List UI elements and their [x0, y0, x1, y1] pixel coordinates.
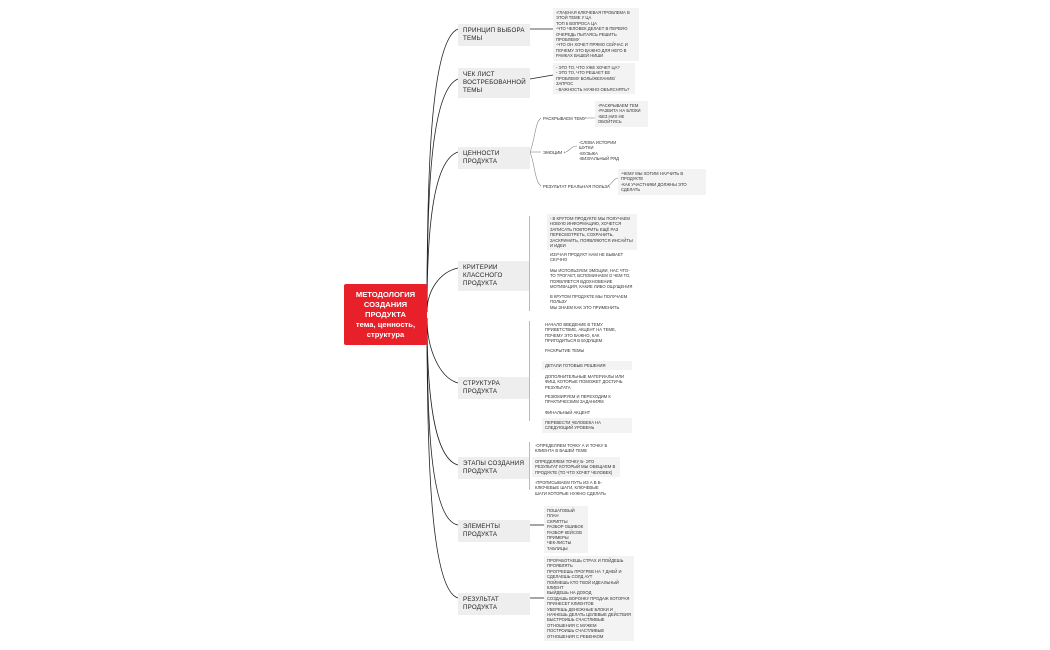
criteria-bracket	[529, 216, 530, 311]
stages-item: -ОПРЕДЕЛЯЕМ ТОЧКУ А И ТОЧКУ Б КЛИЕНТА В …	[535, 443, 608, 454]
edge-values-sub3	[529, 151, 542, 187]
edge-stages	[426, 317, 459, 466]
note-values-result: -ЧЕМУ МЫ ХОТИМ НАУЧИТЬ В ПРОДУКТЕ -КАК У…	[618, 169, 706, 195]
branch-elements[interactable]: ЭЛЕМЕНТЫ ПРОДУКТА	[458, 520, 530, 542]
structure-item: ПЕРЕВЕСТИ ЧЕЛОВЕКА НА СЛЕДУЮЩИЙ УРОВЕНЬ	[542, 418, 632, 433]
note-values-topic: -РАСКРЫВАЕМ ТЕМ -РАЗВИТА НА БЛОКИ -БЕЗ Н…	[595, 101, 648, 127]
edge-structure	[426, 317, 459, 384]
note-result: ПРОРАБОТАЕШЬ СТРАХ И ПОЙДЕШЬ ПРОЯВЛЯТЬ П…	[544, 556, 634, 642]
branch-values[interactable]: ЦЕННОСТИ ПРОДУКТА	[458, 147, 530, 169]
edge-values	[426, 151, 459, 313]
structure-item: ДОПОЛНИТЕЛЬНЫЕ МАТЕРИАЛЫ ИЛИ ФИШ, КОТОРЫ…	[545, 374, 625, 390]
edge-values-sub1	[529, 117, 542, 153]
root-subtitle: тема, ценность, структура	[355, 319, 416, 339]
edge-result	[426, 317, 459, 599]
structure-bracket	[529, 321, 530, 421]
stages-bracket	[529, 442, 530, 490]
root-node[interactable]: МЕТОДОЛОГИЯ СОЗДАНИЯ ПРОДУКТА тема, ценн…	[344, 284, 427, 345]
edge-sub3-note	[607, 177, 619, 187]
edge-sub2-note	[565, 145, 578, 153]
branch-result[interactable]: РЕЗУЛЬТАТ ПРОДУКТА	[458, 593, 530, 615]
structure-item: НАЧАЛО ВВЕДЕНИЕ В ТЕМУ ПРИВЕТСТВИЕ, АКЦЕ…	[545, 322, 616, 344]
sub-values-topic[interactable]: РАСКРЫВАЕМ ТЕМУ	[543, 116, 586, 121]
structure-item: ДЕТАЛИ ГОТОВЫЕ РЕШЕНИЯ	[542, 361, 632, 371]
root-title: МЕТОДОЛОГИЯ СОЗДАНИЯ ПРОДУКТА	[355, 289, 416, 319]
note-principle: -ГЛАВНАЯ КЛЮЧЕВАЯ ПРОБЛЕМА В ЭТОЙ ТЕМЕ У…	[553, 8, 639, 61]
criteria-item: МЫ ИСПОЛЬЗУЕМ ЭМОЦИИ, НАС ЧТО-ТО ТРОГАЕТ…	[550, 268, 633, 290]
criteria-item: В КРУТОМ ПРОДУКТЕ МЫ ПОЛУЧАЕМ ПОЛЬЗУ МЫ …	[550, 294, 628, 310]
note-elements: ПОШАГОВЫЙ ПЛАН СКРИПТЫ РАЗБОР ОШИБОК РАЗ…	[544, 506, 588, 554]
branch-stages[interactable]: ЭТАПЫ СОЗДАНИЯ ПРОДУКТА	[458, 457, 530, 479]
sub-values-emotions[interactable]: ЭМОЦИИ +	[543, 150, 567, 155]
note-checklist: - ЭТО ТО, ЧТО УЖЕ ХОЧЕТ ЦА? - ЭТО ТО, ЧТ…	[553, 63, 635, 95]
branch-principle[interactable]: ПРИНЦИП ВЫБОРА ТЕМЫ	[458, 24, 530, 46]
structure-item: ФИНАЛЬНЫЙ АКЦЕНТ	[545, 410, 591, 415]
branch-criteria[interactable]: КРИТЕРИИ КЛАССНОГО ПРОДУКТА	[458, 261, 530, 291]
note-values-emotions: -СЛОВА ИСТОРИИ ШУТКИ -МУЗЫКА -ВИЗУАЛЬНЫЙ…	[579, 140, 619, 162]
edge-checklist	[426, 78, 459, 313]
branch-structure[interactable]: СТРУКТУРА ПРОДУКТА	[458, 377, 530, 399]
sub-values-result[interactable]: РЕЗУЛЬТАТ РЕАЛЬНАЯ ПОЛЬЗА	[543, 184, 610, 189]
stages-item: ОПРЕДЕЛЯЕМ ТОЧКУ Б- ЭТО РЕЗУЛЬТАТ КОТОРЫ…	[532, 457, 620, 478]
structure-item: РАСКРЫТИЕ ТЕМЫ	[545, 348, 585, 353]
edge-criteria	[426, 267, 459, 313]
branch-checklist[interactable]: ЧЕК ЛИСТ ВОСТРЕБОВАННОЙ ТЕМЫ	[458, 68, 530, 98]
criteria-item: - В КРУТОМ ПРОДУКТЕ МЫ ПОЛУЧАЕМ НОВУЮ ИН…	[547, 214, 637, 251]
criteria-item: ИЗУЧАЯ ПРОДУКТ НАМ НЕ БЫВАЕТ СКУЧНО	[550, 252, 624, 263]
stages-item: -ПРОПИСЫВАЕМ ПУТЬ ИЗ А В Б- КЛЮЧЕВЫЕ ШАГ…	[535, 480, 606, 496]
structure-item: РЕЗЮМИРУЕМ И ПЕРЕХОДИМ К ПРАКТИЧЕСКИМ ЗА…	[545, 394, 611, 405]
edge-checklist-note	[529, 74, 554, 80]
